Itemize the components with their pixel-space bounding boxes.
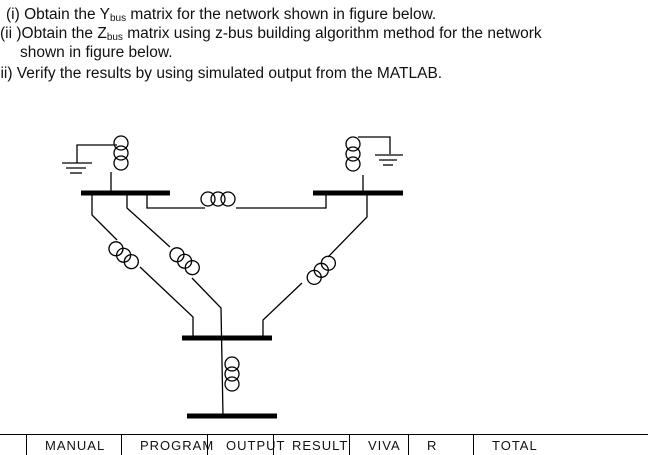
- q1-text: (i) Obtain the Y: [6, 6, 110, 23]
- network-diagram: [62, 135, 403, 419]
- q2-text-rest: matrix using z-bus building algorithm me…: [122, 25, 542, 42]
- q1-text-rest: matrix for the network shown in figure b…: [126, 6, 437, 23]
- inductor-coil-icon: [200, 191, 236, 207]
- col-viva: VIVA: [349, 435, 401, 455]
- col-result: RESULT: [273, 435, 348, 455]
- inductor-coil-icon: [113, 135, 129, 171]
- inductor-coils: [108, 135, 361, 392]
- buses: [81, 190, 403, 419]
- inductor-coil-icon: [306, 255, 337, 286]
- col-total: TOTAL: [473, 435, 538, 455]
- question-part-2-cont: shown in figure below.: [20, 44, 173, 61]
- col-program: PROGRAM: [121, 435, 214, 455]
- inductor-coil-icon: [224, 356, 240, 392]
- inductor-coil-icon: [108, 241, 139, 270]
- wires: [62, 136, 403, 417]
- question-part-2: (ii )Obtain the Zbus matrix using z-bus …: [0, 25, 542, 47]
- marks-table-header: MANUAL PROGRAM OUTPUT RESULT VIVA R TOTA…: [0, 434, 648, 455]
- q2-text: (ii )Obtain the Z: [0, 25, 107, 42]
- question-part-1: (i) Obtain the Ybus matrix for the netwo…: [6, 6, 436, 28]
- inductor-coil-icon: [345, 136, 361, 172]
- q2-subscript: bus: [106, 32, 123, 43]
- col-r: R: [408, 435, 437, 455]
- col-manual: MANUAL: [26, 435, 105, 455]
- q1-subscript: bus: [109, 13, 127, 24]
- question-part-3: iii) Verify the results by using simulat…: [0, 65, 443, 82]
- inductor-coil-icon: [169, 247, 200, 276]
